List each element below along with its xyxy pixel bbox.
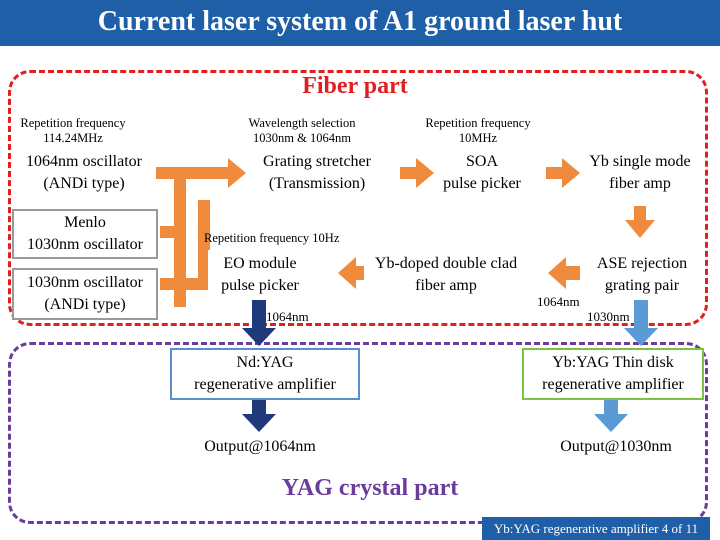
fiber-part-label: Fiber part <box>250 73 460 100</box>
annotation-1064nm-left: 1064nm <box>266 309 309 324</box>
page-title: Current laser system of A1 ground laser … <box>97 6 623 37</box>
annotation-1064nm-right: 1064nm <box>537 294 580 309</box>
note-rep-freq-soa: Repetition frequency 10MHz <box>425 116 531 145</box>
box-yb-single-mode-fiber-amp: Yb single mode fiber amp <box>580 148 700 198</box>
lightblue-arrows <box>594 300 658 432</box>
arrow-to-ase <box>625 206 655 238</box>
box-menlo-oscillator: Menlo 1030nm oscillator <box>12 209 158 259</box>
arrow-to-yb-single <box>546 158 580 188</box>
arrow-to-output-1030 <box>594 400 628 432</box>
eo-feed-vertical <box>198 200 210 290</box>
box-grating-stretcher: Grating stretcher (Transmission) <box>252 148 382 198</box>
arrow-to-soa <box>400 158 434 188</box>
title-bar <box>0 0 720 46</box>
arrow-to-eo <box>338 257 370 289</box>
box-ndyag-regenerative-amplifier: Nd:YAG regenerative amplifier <box>170 348 360 400</box>
box-eo-module-pulse-picker: EO module pulse picker <box>208 250 312 300</box>
box-1030nm-andi-oscillator: 1030nm oscillator (ANDi type) <box>12 268 158 320</box>
arrow-to-yb-double <box>548 257 580 289</box>
box-yb-doped-double-clad-fiber-amp: Yb-doped double clad fiber amp <box>364 250 528 300</box>
note-wavelength-selection: Wavelength selection 1030nm & 1064nm <box>248 116 356 145</box>
fiber-part-region <box>8 70 708 326</box>
arrow-to-stretcher <box>186 158 246 188</box>
yag-crystal-part-label: YAG crystal part <box>281 475 459 501</box>
orange-arrows <box>134 158 655 307</box>
yag-crystal-part-region <box>8 342 708 524</box>
note-rep-freq-oscillator: Repetition frequency 114.24MHz <box>20 116 126 145</box>
footer-slide-tag: Yb:YAG regenerative amplifier 4 of 11 <box>482 517 710 540</box>
output-1030nm-label: Output@1030nm <box>560 438 672 455</box>
box-1064nm-oscillator: 1064nm oscillator (ANDi type) <box>12 148 156 198</box>
box-ybyag-thin-disk-regenerative-amplifier: Yb:YAG Thin disk regenerative amplifier <box>522 348 704 400</box>
navy-arrows <box>242 300 276 432</box>
output-1064nm-label: Output@1064nm <box>204 438 316 455</box>
menlo-connector <box>160 226 186 238</box>
arrow-to-output-1064 <box>242 400 276 432</box>
note-rep-freq-eo: Repetition frequency 10Hz <box>204 231 340 245</box>
arrow-to-ybyag <box>624 300 658 346</box>
arrow-to-ndyag <box>242 300 276 346</box>
andi-1030-connector <box>160 278 186 290</box>
box-soa-pulse-picker: SOA pulse picker <box>434 148 530 198</box>
box-ase-rejection-grating-pair: ASE rejection grating pair <box>586 250 698 300</box>
annotation-1030nm: 1030nm <box>587 309 630 324</box>
